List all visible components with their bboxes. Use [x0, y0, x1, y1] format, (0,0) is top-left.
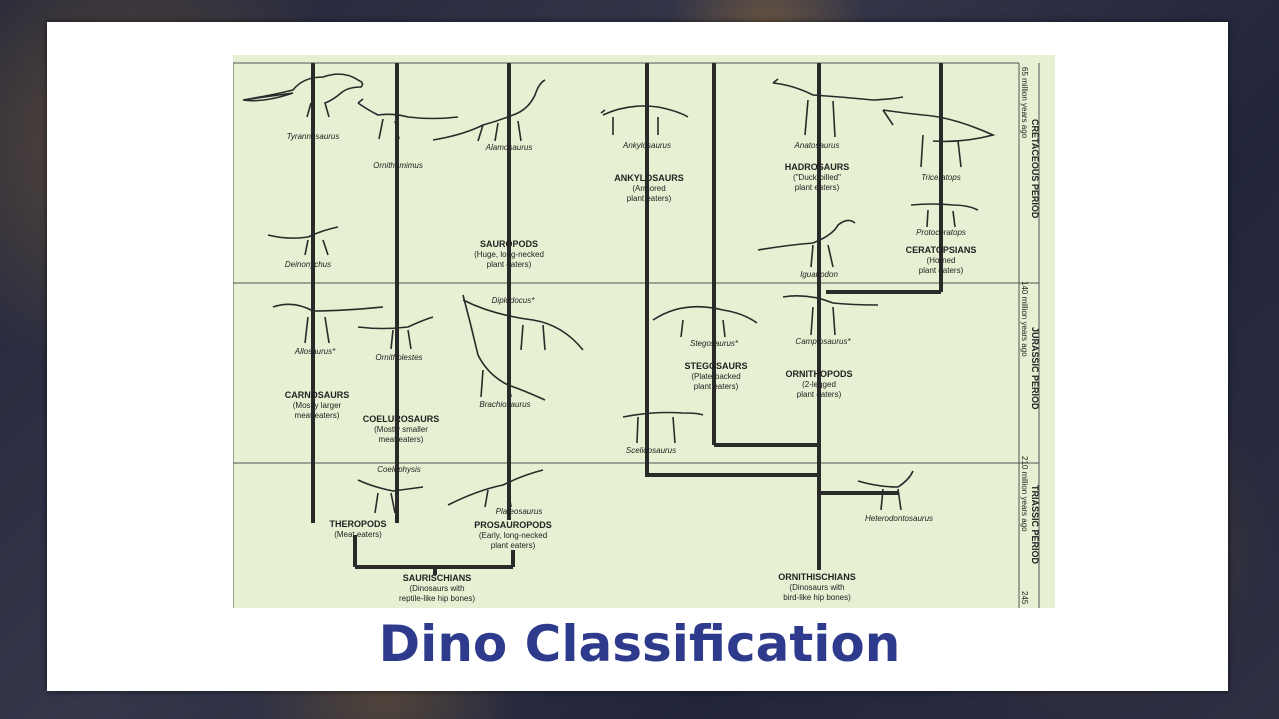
group-labels: ANKYLOSAURS (Armored plant eaters) HADRO… — [285, 162, 977, 603]
triceratops-icon — [882, 109, 996, 168]
stegosaurus-icon — [652, 305, 758, 338]
group-carnosaurs-desc2: meat eaters) — [295, 411, 340, 420]
label-coelophysis: Coelophysis — [377, 465, 421, 474]
scelidosaurus-icon — [622, 411, 704, 444]
group-theropods-desc1: (Meat eaters) — [334, 530, 382, 539]
coelophysis-icon — [357, 479, 424, 514]
group-sauropods-name: SAUROPODS — [480, 239, 538, 249]
group-coelurosaurs-desc1: (Mostly smaller — [374, 425, 428, 434]
camptosaurus-icon — [782, 295, 879, 336]
label-stegosaurus: Stegosaurus* — [690, 339, 739, 348]
group-ceratopsians-desc2: plant eaters) — [919, 266, 964, 275]
triassic-age: 210 million years ago — [1020, 456, 1029, 532]
dinosaur-labels: Tyrannosaurus Ornithomimus Alamosaurus A… — [285, 132, 966, 523]
label-tyrannosaurus: Tyrannosaurus — [287, 132, 340, 141]
group-prosauropods-name: PROSAUROPODS — [474, 520, 552, 530]
group-ornithopods-desc1: (2-legged — [802, 380, 836, 389]
ankylosaurus-icon — [600, 105, 689, 135]
group-coelurosaurs-desc2: meat eaters) — [379, 435, 424, 444]
triassic-period: TRIASSIC PERIOD — [1030, 485, 1040, 565]
group-ornithischians-desc1: (Dinosaurs with — [789, 583, 844, 592]
label-scelidosaurus: Scelidosaurus — [626, 446, 676, 455]
group-coelurosaurs-name: COELUROSAURS — [363, 414, 440, 424]
group-sauropods-desc1: (Huge, long-necked — [474, 250, 544, 259]
label-triceratops: Triceratops — [921, 173, 960, 182]
label-allosaurus: Allosaurus* — [294, 347, 336, 356]
jurassic-age: 140 million years ago — [1020, 281, 1029, 357]
jurassic-period: JURASSIC PERIOD — [1030, 327, 1040, 410]
group-stegosaurs-desc1: (Plate-backed — [691, 372, 740, 381]
label-brachiosaurus: Brachiosaurus — [479, 400, 530, 409]
group-ornithischians-desc2: bird-like hip bones) — [783, 593, 851, 602]
label-ornithomimus: Ornithomimus — [373, 161, 423, 170]
group-carnosaurs-name: CARNOSAURS — [285, 390, 350, 400]
group-sauropods-desc2: plant eaters) — [487, 260, 532, 269]
group-ankylosaurs-desc2: plant eaters) — [627, 194, 672, 203]
protoceratops-icon — [910, 203, 979, 228]
tyrannosaurus-icon — [242, 73, 364, 118]
diplodocus-icon — [462, 299, 584, 351]
period-labels: 65 million years ago CRETACEOUS PERIOD 1… — [1020, 67, 1040, 605]
ornitholestes-icon — [357, 316, 434, 350]
group-hadrosaurs-name: HADROSAURS — [785, 162, 850, 172]
group-ankylosaurs-desc1: (Armored — [632, 184, 665, 193]
group-ornithischians-name: ORNITHISCHIANS — [778, 572, 856, 582]
group-stegosaurs-desc2: plant eaters) — [694, 382, 739, 391]
group-saurischians-desc2: reptile-like hip bones) — [399, 594, 475, 603]
label-ankylosaurus: Ankylosaurus — [622, 141, 671, 150]
dinosaur-family-tree: Tyrannosaurus Ornithomimus Alamosaurus A… — [233, 55, 1055, 608]
label-iguanodon: Iguanodon — [800, 270, 838, 279]
group-ornithopods-name: ORNITHOPODS — [785, 369, 852, 379]
label-protoceratops: Protoceratops — [916, 228, 966, 237]
alamosaurus-icon — [432, 79, 546, 142]
allosaurus-icon — [272, 303, 384, 344]
heterodontosaurus-icon — [857, 470, 914, 511]
lineage-lines — [311, 63, 943, 575]
group-ceratopsians-name: CERATOPSIANS — [906, 245, 977, 255]
group-ankylosaurs-name: ANKYLOSAURS — [614, 173, 684, 183]
family-tree-svg: Tyrannosaurus Ornithomimus Alamosaurus A… — [233, 62, 1040, 608]
cretaceous-age: 65 million years ago — [1020, 67, 1029, 139]
label-ornitholestes: Ornitholestes — [375, 353, 422, 362]
label-heterodontosaurus: Heterodontosaurus — [865, 514, 933, 523]
label-alamosaurus: Alamosaurus — [485, 143, 533, 152]
slide-title: Dino Classification — [378, 615, 901, 673]
group-hadrosaurs-desc2: plant eaters) — [795, 183, 840, 192]
label-plateosaurus: Plateosaurus — [496, 507, 543, 516]
group-ornithopods-desc2: plant eaters) — [797, 390, 842, 399]
label-diplodocus: Diplodocus* — [492, 296, 536, 305]
group-saurischians-desc1: (Dinosaurs with — [409, 584, 464, 593]
group-prosauropods-desc2: plant eaters) — [491, 541, 536, 550]
triassic-start-age: 245 — [1020, 591, 1029, 605]
iguanodon-icon — [757, 219, 856, 268]
dinosaur-silhouettes — [242, 73, 996, 514]
group-ceratopsians-desc1: (Horned — [927, 256, 956, 265]
deinonychus-icon — [267, 226, 339, 256]
group-prosauropods-desc1: (Early, long-necked — [479, 531, 547, 540]
group-carnosaurs-desc1: (Mostly larger — [293, 401, 342, 410]
cretaceous-period: CRETACEOUS PERIOD — [1030, 119, 1040, 219]
group-theropods-name: THEROPODS — [329, 519, 386, 529]
brachiosaurus-icon — [462, 294, 546, 401]
group-stegosaurs-name: STEGOSAURS — [684, 361, 747, 371]
label-camptosaurus: Camptosaurus* — [795, 337, 851, 346]
ornithomimus-icon — [357, 98, 459, 140]
plateosaurus-icon — [447, 469, 544, 508]
label-anatosaurus: Anatosaurus — [794, 141, 840, 150]
group-hadrosaurs-desc1: ("Duck-billed" — [793, 173, 841, 182]
label-deinonychus: Deinonychus — [285, 260, 331, 269]
group-saurischians-name: SAURISCHIANS — [403, 573, 472, 583]
anatosaurus-icon — [772, 78, 904, 138]
